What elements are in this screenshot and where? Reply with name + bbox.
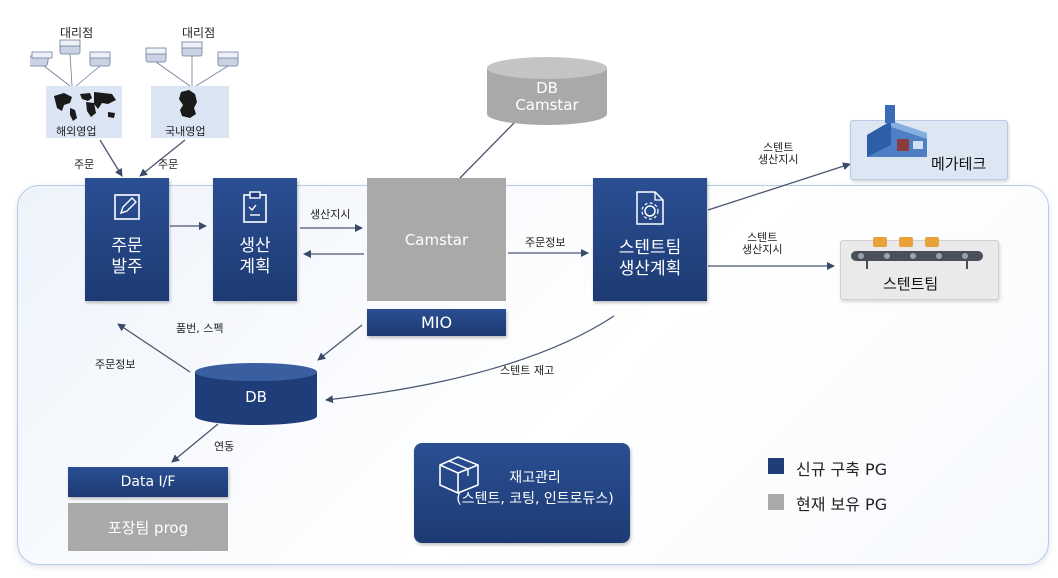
- database-icon: [195, 363, 317, 425]
- edge-label-production-instruction: 생산지시: [310, 208, 351, 221]
- edge-db-order: [117, 323, 191, 373]
- edge-db-dataif: [171, 423, 219, 463]
- data-if-box[interactable]: Data I/F: [68, 467, 228, 497]
- data-if-label: Data I/F: [120, 474, 176, 490]
- world-map-icon: [54, 92, 116, 121]
- clipboard-icon: [243, 191, 267, 223]
- packaging-label: 포장팀 prog: [107, 518, 189, 537]
- inventory-box[interactable]: 재고관리 (스텐트, 코팅, 인트로듀스): [414, 443, 630, 543]
- edge-label-order-info: 주문정보: [525, 236, 566, 249]
- agency-label-right: 대리점: [182, 26, 216, 40]
- computer-icon: [89, 51, 111, 67]
- factory-icon: [867, 105, 927, 157]
- production-plan-box-label: 생산 계획: [239, 236, 271, 277]
- computer-icon: [59, 39, 81, 55]
- korea-map-icon: [179, 90, 197, 118]
- stent-plan-box[interactable]: 스텐트팀 생산계획: [593, 178, 707, 301]
- stent-team-label: 스텐트팀: [883, 275, 939, 293]
- legend-swatch-existing: [768, 494, 784, 510]
- edge-mio-db: [317, 324, 363, 361]
- conveyor-icon: [851, 237, 983, 269]
- stent-plan-box-label: 스텐트팀 생산계획: [618, 238, 682, 279]
- edge-label-stent-instruction-top: 스텐트 생산지시: [758, 141, 799, 166]
- order-box[interactable]: 주문 발주: [85, 178, 169, 301]
- order-box-label: 주문 발주: [111, 236, 143, 277]
- camstar-box[interactable]: Camstar: [367, 178, 506, 301]
- gear-document-icon: [636, 191, 664, 225]
- stent-team-card[interactable]: 스텐트팀: [840, 237, 999, 300]
- agency-computer-icons: [30, 39, 239, 87]
- db-label: DB: [245, 388, 267, 406]
- edge-label-stent-instruction-mid: 스텐트 생산지시: [742, 231, 783, 256]
- edge-label-order-right: 주문: [158, 158, 179, 171]
- db-camstar-cylinder[interactable]: DB Camstar: [486, 56, 608, 126]
- domestic-sales-tile: 국내영업: [151, 86, 229, 138]
- mio-box[interactable]: MIO: [367, 309, 506, 336]
- edge-domestic-order: [139, 139, 186, 177]
- domestic-sales-label: 국내영업: [165, 125, 206, 138]
- legend-new-label: 신규 구축 PG: [796, 460, 888, 479]
- computer-icon: [217, 51, 239, 67]
- mio-box-label: MIO: [420, 313, 453, 332]
- camstar-box-label: Camstar: [404, 230, 469, 249]
- computer-icon: [145, 47, 167, 63]
- db-camstar-label: DB Camstar: [515, 79, 579, 114]
- computer-icon: [181, 41, 203, 57]
- edge-label-link: 연동: [214, 440, 235, 453]
- edge-stentplan-megatech: [707, 162, 851, 211]
- edge-overseas-order: [99, 139, 123, 177]
- overseas-sales-label: 해외영업: [56, 125, 97, 138]
- production-plan-box[interactable]: 생산 계획: [213, 178, 297, 301]
- box-package-icon: [439, 456, 479, 494]
- agency-label-left: 대리점: [60, 26, 94, 40]
- computer-icon: [30, 51, 53, 67]
- megatech-card[interactable]: 메가테크: [850, 105, 1008, 180]
- megatech-label: 메가테크: [931, 155, 987, 173]
- edge-label-order-left: 주문: [74, 158, 95, 171]
- edit-document-icon: [114, 194, 140, 220]
- db-cylinder[interactable]: DB: [194, 362, 318, 426]
- database-icon: [487, 57, 607, 125]
- legend-swatch-new: [768, 458, 784, 474]
- legend-existing-label: 현재 보유 PG: [796, 495, 888, 514]
- edge-label-order-info-db: 주문정보: [95, 358, 136, 371]
- edge-label-part-spec: 품번, 스펙: [176, 322, 224, 335]
- inventory-label: 재고관리 (스텐트, 코팅, 인트로듀스): [456, 470, 614, 507]
- edge-dbcamstar-camstar: [459, 121, 516, 179]
- edge-label-stent-inventory: 스텐트 재고: [500, 364, 555, 377]
- packaging-box[interactable]: 포장팀 prog: [68, 503, 228, 551]
- overseas-sales-tile: 해외영업: [46, 86, 122, 138]
- edge-stentplan-db: [325, 315, 615, 404]
